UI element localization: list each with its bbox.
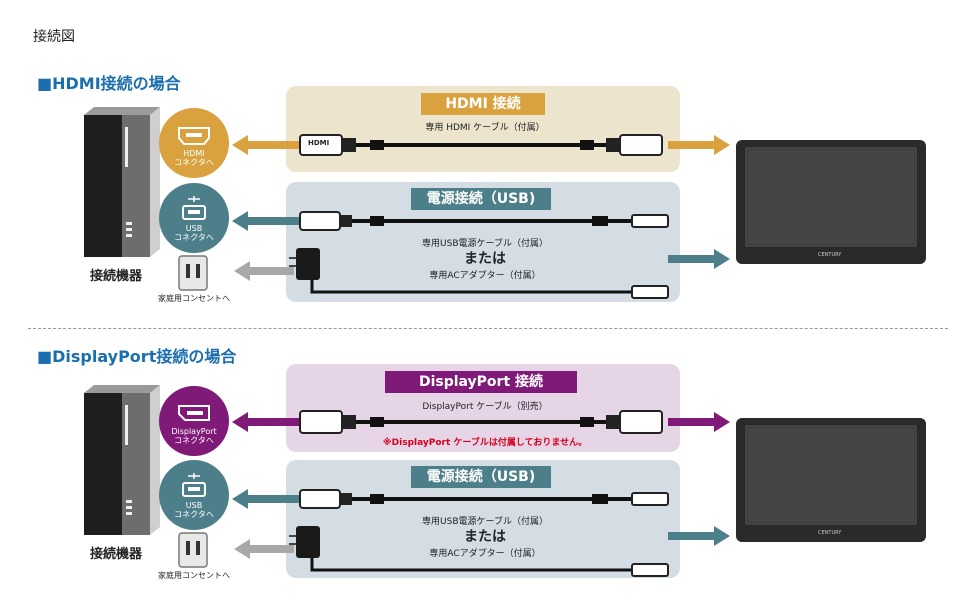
hdmi-badge: HDMI 接続: [421, 93, 545, 115]
usb-port-icon: [182, 473, 206, 497]
monitor-icon: [736, 418, 926, 542]
hdmi-connector-label: HDMI コネクタへ: [174, 149, 214, 167]
dp-cable-caption: DisplayPort ケーブル（別売）: [422, 402, 548, 412]
usb-connector-circle: USB コネクタへ: [159, 183, 229, 253]
or-text-2: または: [464, 529, 506, 545]
dp-warning: ※DisplayPort ケーブルは付属しておりません。: [382, 438, 588, 448]
usb-cable-caption-2: 専用USB電源ケーブル（付属）: [422, 517, 548, 527]
usb-cable-caption: 専用USB電源ケーブル（付属）: [422, 239, 548, 249]
monitor-brand: CENTURY: [818, 252, 842, 258]
dp-connector-circle: DisplayPort コネクタへ: [159, 386, 229, 456]
hdmi-section-title: ■HDMI接続の場合: [37, 74, 181, 93]
computer-tower-icon: [84, 107, 160, 257]
usb-connector-circle-2: USB コネクタへ: [159, 460, 229, 530]
displayport-icon: [178, 405, 210, 421]
device-label: 接続機器: [90, 269, 143, 284]
outlet-icon: [178, 255, 208, 291]
usb-connector-label: USB コネクタへ: [174, 224, 214, 242]
dp-badge: DisplayPort 接続: [385, 371, 577, 393]
hdmi-diagram-lines: [232, 134, 730, 299]
ac-adapter-caption: 専用ACアダプター（付属）: [429, 271, 541, 281]
dp-connector-label: DisplayPort コネクタへ: [171, 427, 217, 445]
hdmi-plug-label: HDMI: [308, 139, 330, 147]
hdmi-cable-caption: 専用 HDMI ケーブル（付属）: [425, 123, 545, 133]
usb-port-icon: [182, 196, 206, 220]
usb-connector-label-2: USB コネクタへ: [174, 501, 214, 519]
device-label-2: 接続機器: [90, 547, 143, 562]
usb-power-badge-2: 電源接続（USB): [411, 466, 551, 488]
dp-section-title: ■DisplayPort接続の場合: [37, 347, 237, 366]
or-text: または: [464, 251, 506, 267]
page-title: 接続図: [33, 29, 75, 45]
hdmi-port-icon: [178, 127, 210, 145]
usb-power-badge: 電源接続（USB): [411, 188, 551, 210]
monitor-icon: [736, 140, 926, 264]
outlet-icon: [178, 532, 208, 568]
hdmi-connector-circle: HDMI コネクタへ: [159, 108, 229, 178]
monitor-brand-2: CENTURY: [818, 530, 842, 536]
outlet-label: 家庭用コンセントへ: [158, 294, 230, 303]
ac-adapter-caption-2: 専用ACアダプター（付属）: [429, 549, 541, 559]
outlet-label-2: 家庭用コンセントへ: [158, 571, 230, 580]
computer-tower-icon: [84, 385, 160, 535]
section-divider: [28, 328, 948, 329]
